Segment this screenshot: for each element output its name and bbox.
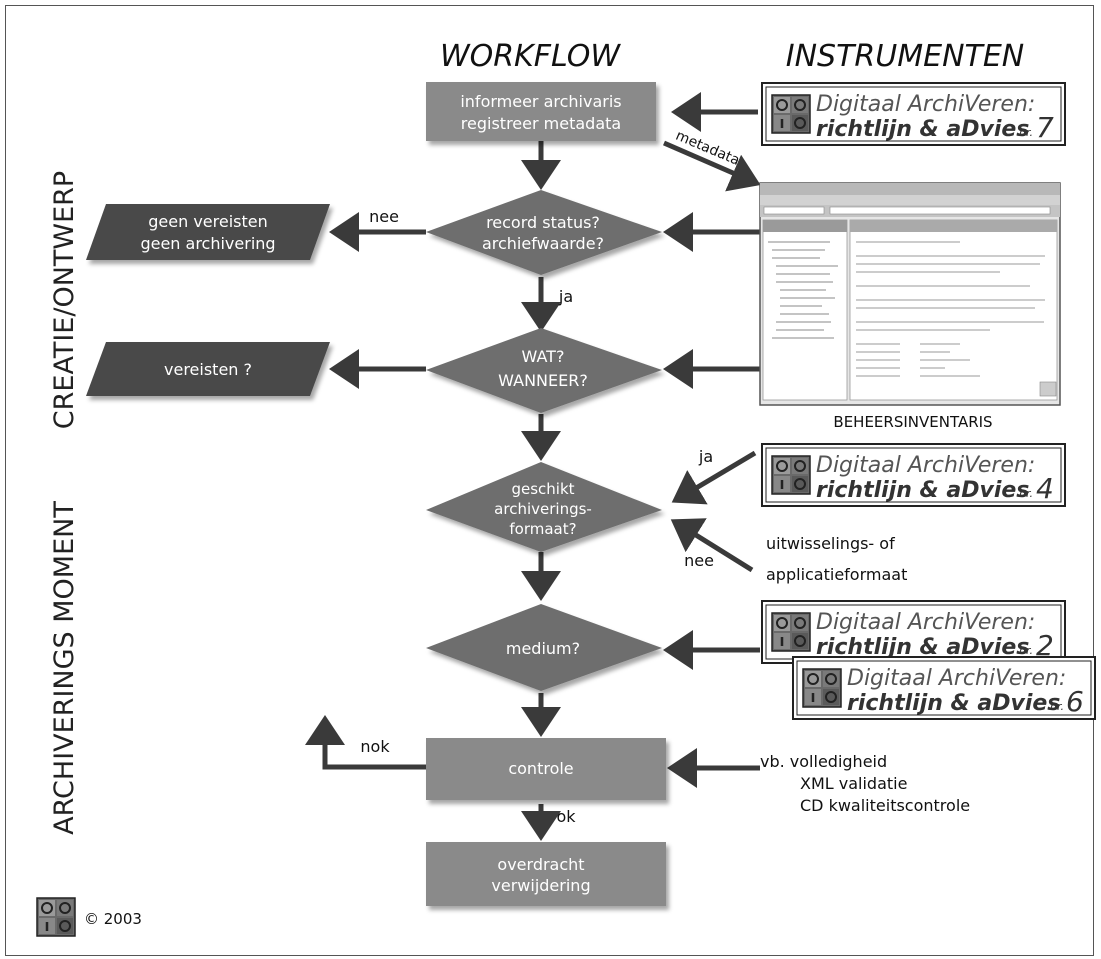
guide-6-title: Digitaal ArchiVeren: (847, 666, 1066, 691)
guideline-logo-2: Digitaal ArchiVeren: richtlijn & aDvies … (761, 600, 1066, 664)
guideline-logo-4: Digitaal ArchiVeren: richtlijn & aDvies … (761, 443, 1066, 507)
format-note-line-2: applicatieformaat (766, 565, 907, 584)
guideline-logo-7: Digitaal ArchiVeren: richtlijn & aDvies … (761, 82, 1066, 146)
no-requirements-line-1: geen vereisten (148, 212, 268, 231)
guide-7-nr: nr. (1019, 126, 1033, 139)
guide-4-title: Digitaal ArchiVeren: (816, 453, 1035, 478)
status-line-1: record status? (486, 213, 600, 232)
control-box (426, 738, 666, 800)
what-when-decision (426, 328, 662, 413)
guide-7-subtitle: richtlijn & aDvies (816, 117, 1029, 142)
phase-creation-label: CREATIE/ONTWERP (49, 171, 80, 429)
guide-2-subtitle: richtlijn & aDvies (816, 635, 1029, 660)
inventory-screenshot (759, 182, 1061, 406)
record-status-decision (426, 190, 662, 275)
instruments-header: INSTRUMENTEN (786, 39, 1024, 74)
no-requirements-line-2: geen archivering (140, 234, 275, 253)
inform-line-1: informeer archivaris (460, 92, 621, 111)
arrow-note-to-format (670, 518, 754, 573)
arrow-guide4-to-format (671, 450, 757, 505)
copyright-text: © 2003 (84, 910, 142, 928)
format-line-1: geschikt (511, 480, 574, 498)
inform-line-2: registreer metadata (461, 114, 621, 133)
edge-label-nee-format: nee (684, 551, 714, 570)
control-note-line-2: XML validatie (800, 774, 907, 793)
phase-archiving-label: ARCHIVERINGS MOMENT (49, 501, 80, 835)
status-line-2: archiefwaarde? (482, 234, 604, 253)
what-label: WAT? (522, 347, 565, 366)
transfer-line-1: overdracht (497, 855, 584, 874)
medium-label: medium? (506, 639, 580, 658)
guide-4-subtitle: richtlijn & aDvies (816, 478, 1029, 503)
metadata-arrow (663, 140, 761, 192)
transfer-box (426, 842, 666, 906)
control-label: controle (508, 759, 573, 778)
copyright-logo (35, 896, 77, 938)
requirements-output (86, 342, 330, 396)
edge-label-ja-status: ja (558, 287, 573, 306)
guide-7-number: 7 (1036, 111, 1054, 144)
guide-6-number: 6 (1066, 685, 1084, 718)
control-note-line-1: vb. volledigheid (760, 752, 887, 771)
transfer-line-2: verwijdering (491, 876, 590, 895)
workflow-header: WORKFLOW (440, 39, 621, 74)
guide-2-nr: nr. (1019, 644, 1033, 657)
requirements-label: vereisten ? (164, 360, 252, 379)
guide-4-number: 4 (1036, 472, 1054, 505)
guide-6-subtitle: richtlijn & aDvies (847, 691, 1060, 716)
edge-label-nok: nok (360, 737, 390, 756)
diagram-frame (5, 5, 1094, 956)
guide-4-nr: nr. (1019, 487, 1033, 500)
inform-archivist-box (426, 82, 656, 141)
format-note-line-1: uitwisselings- of (766, 534, 895, 553)
inventory-label: BEHEERSINVENTARIS (833, 413, 992, 431)
format-line-2: archiverings- (494, 500, 592, 518)
control-note-line-3: CD kwaliteitscontrole (800, 796, 970, 815)
format-decision (426, 462, 662, 552)
no-requirements-output (86, 204, 330, 260)
edge-label-ok: ok (556, 807, 576, 826)
when-label: WANNEER? (498, 371, 588, 390)
guide-6-nr: nr. (1050, 700, 1064, 713)
nok-loop-arrow (305, 715, 426, 770)
medium-decision (426, 604, 662, 691)
guide-2-number: 2 (1036, 629, 1054, 662)
guideline-logo-6: Digitaal ArchiVeren: richtlijn & aDvies … (792, 656, 1096, 720)
guide-7-title: Digitaal ArchiVeren: (816, 92, 1035, 117)
guide-2-title: Digitaal ArchiVeren: (816, 610, 1035, 635)
edge-label-ja-format: ja (698, 447, 713, 466)
edge-label-nee-status: nee (369, 207, 399, 226)
format-line-3: formaat? (509, 520, 576, 538)
